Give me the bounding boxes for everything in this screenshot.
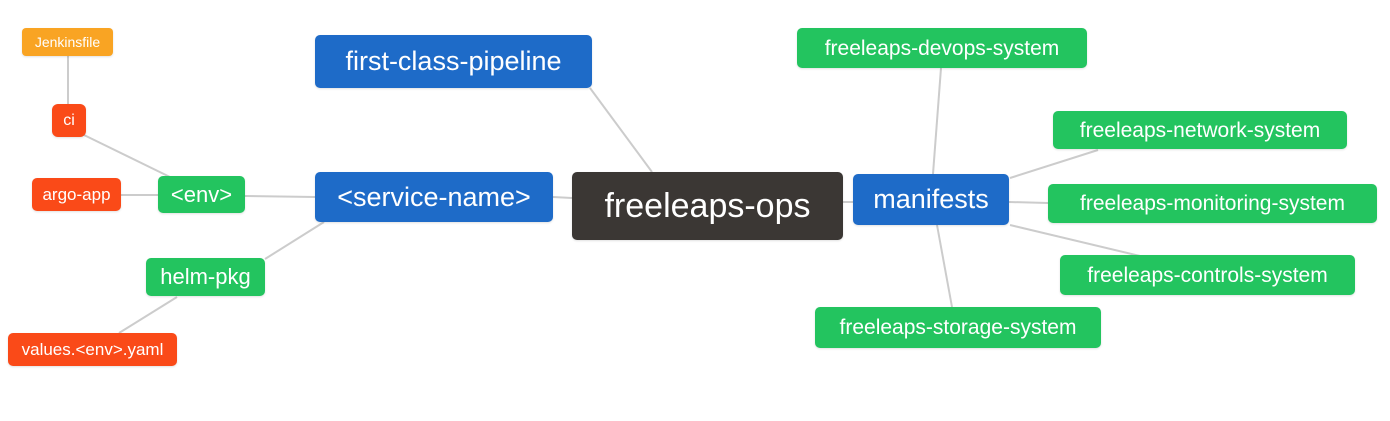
edge-manifests-controls-system xyxy=(1009,224,1141,257)
node-values-env-yaml[interactable]: values.<env>.yaml xyxy=(8,333,177,366)
edge-pipeline-root xyxy=(589,87,653,173)
node-env[interactable]: <env> xyxy=(158,176,245,213)
edge-ci-env xyxy=(83,134,173,179)
edge-manifests-monitoring-system xyxy=(1008,201,1049,204)
node-helm-pkg[interactable]: helm-pkg xyxy=(146,258,265,296)
edge-helm-pkg-service-name xyxy=(264,221,325,260)
edge-manifests-devops-system xyxy=(932,67,942,175)
node-jenkinsfile[interactable]: Jenkinsfile xyxy=(22,28,113,56)
node-argo-app[interactable]: argo-app xyxy=(32,178,121,211)
node-freeleaps-ops-root[interactable]: freeleaps-ops xyxy=(572,172,843,240)
edge-service-name-root xyxy=(552,196,573,199)
edge-manifests-storage-system xyxy=(936,224,953,308)
node-manifests[interactable]: manifests xyxy=(853,174,1009,225)
node-service-name[interactable]: <service-name> xyxy=(315,172,553,222)
node-freeleaps-controls-system[interactable]: freeleaps-controls-system xyxy=(1060,255,1355,295)
node-first-class-pipeline[interactable]: first-class-pipeline xyxy=(315,35,592,88)
edge-values-helm-pkg xyxy=(118,296,178,334)
node-freeleaps-monitoring-system[interactable]: freeleaps-monitoring-system xyxy=(1048,184,1377,223)
node-freeleaps-storage-system[interactable]: freeleaps-storage-system xyxy=(815,307,1101,348)
node-freeleaps-devops-system[interactable]: freeleaps-devops-system xyxy=(797,28,1087,68)
node-ci[interactable]: ci xyxy=(52,104,86,137)
node-freeleaps-network-system[interactable]: freeleaps-network-system xyxy=(1053,111,1347,149)
edge-env-service-name xyxy=(244,195,316,198)
edge-manifests-network-system xyxy=(1009,149,1099,179)
